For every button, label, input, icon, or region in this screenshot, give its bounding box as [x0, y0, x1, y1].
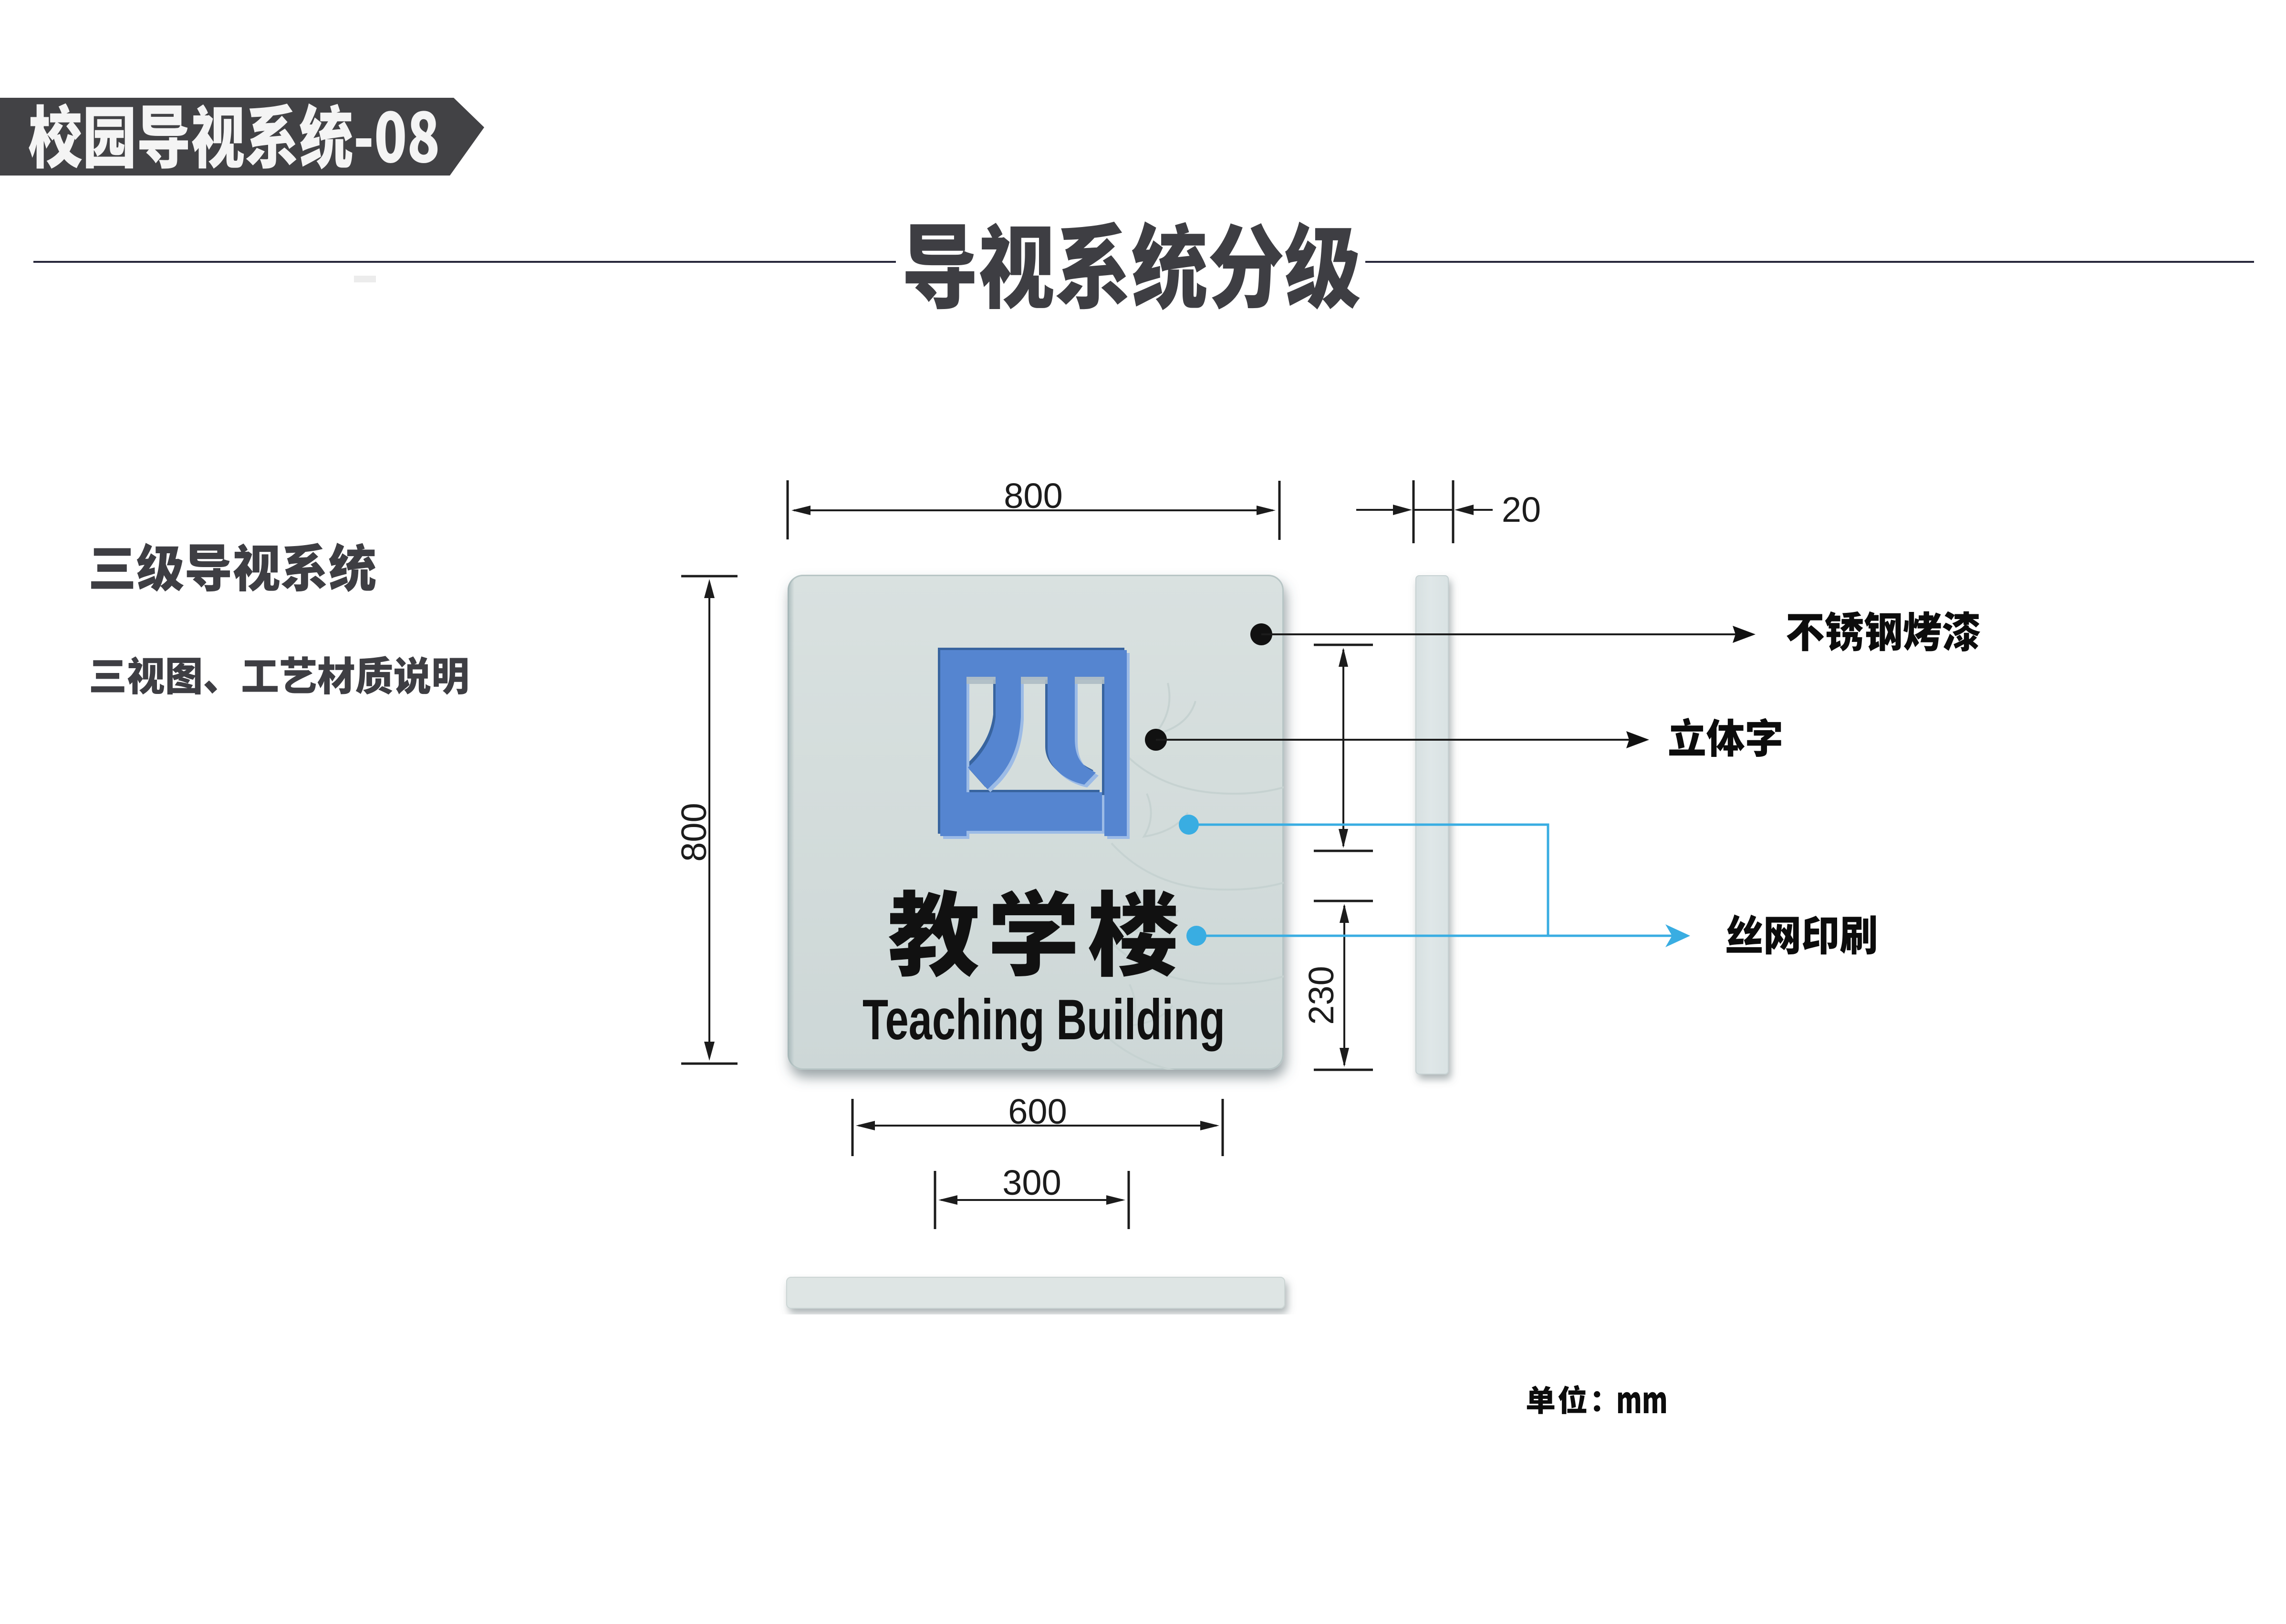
svg-text:230: 230 [1301, 966, 1341, 1024]
svg-text:300: 300 [1002, 1163, 1061, 1202]
svg-text:600: 600 [1008, 1092, 1067, 1131]
svg-text:Teaching Building: Teaching Building [862, 988, 1225, 1052]
svg-text:800: 800 [674, 803, 714, 861]
svg-text:800: 800 [1004, 476, 1062, 516]
svg-text:20: 20 [1502, 490, 1541, 529]
